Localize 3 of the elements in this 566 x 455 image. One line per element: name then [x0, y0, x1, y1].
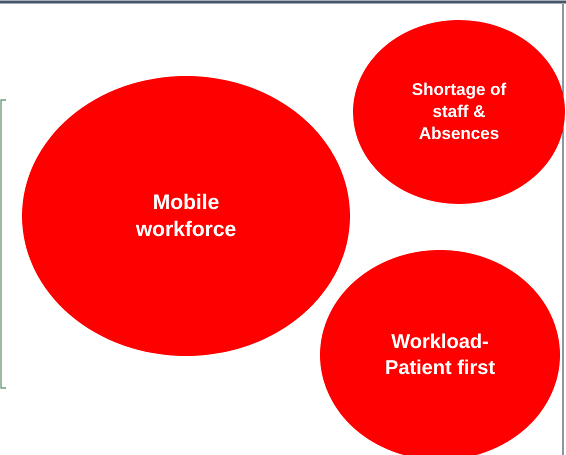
node-label: Workload- Patient first [384, 330, 496, 381]
node-label: Shortage of staff & Absences [410, 78, 508, 146]
node-label: Mobile workforce [134, 190, 238, 243]
